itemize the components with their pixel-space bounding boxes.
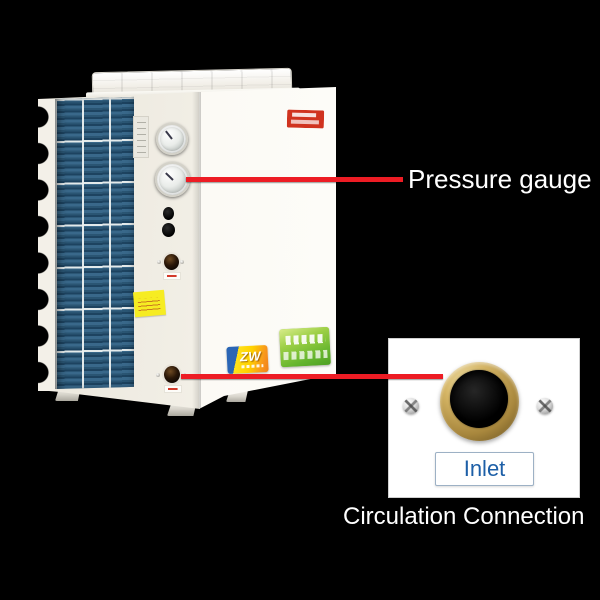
inlet-bore — [450, 370, 508, 428]
evaporator-coil-grid — [55, 96, 134, 390]
service-port — [157, 251, 189, 280]
coil-fin-edge — [38, 99, 55, 391]
vent-hole-lower — [162, 223, 175, 237]
pressure-gauge-lower — [155, 162, 190, 197]
gauge-needle — [165, 130, 173, 140]
cabinet-corner-shade — [192, 92, 201, 409]
screw-icon — [156, 373, 160, 377]
screw-icon — [537, 398, 553, 414]
screw-icon — [403, 398, 419, 414]
zw-badge-text: ZW — [239, 348, 262, 365]
inlet-inset: Inlet — [388, 338, 580, 498]
pressure-gauge-label: Pressure gauge — [408, 164, 592, 194]
circulation-arrow — [181, 374, 443, 379]
service-port-hole — [164, 254, 179, 270]
inlet-brass-ring — [440, 362, 519, 441]
circulation-label: Circulation Connection — [343, 503, 585, 530]
energy-saving-sticker — [279, 326, 331, 368]
warning-sticker — [132, 289, 167, 318]
port-tag — [163, 272, 181, 280]
port-tag — [164, 385, 182, 393]
brand-label — [286, 109, 325, 129]
inlet-port-hole — [164, 366, 180, 383]
spec-sticker — [133, 116, 149, 158]
gauge-needle — [164, 171, 174, 181]
zw-model-badge: ZW — [226, 344, 269, 375]
inlet-label: Inlet — [435, 452, 534, 486]
vent-hole-upper — [163, 207, 174, 220]
pressure-gauge-arrow — [186, 177, 403, 182]
pressure-gauge-upper — [156, 123, 188, 155]
zw-badge-subline — [241, 364, 264, 369]
screw-icon — [180, 260, 184, 264]
screw-icon — [157, 260, 161, 264]
